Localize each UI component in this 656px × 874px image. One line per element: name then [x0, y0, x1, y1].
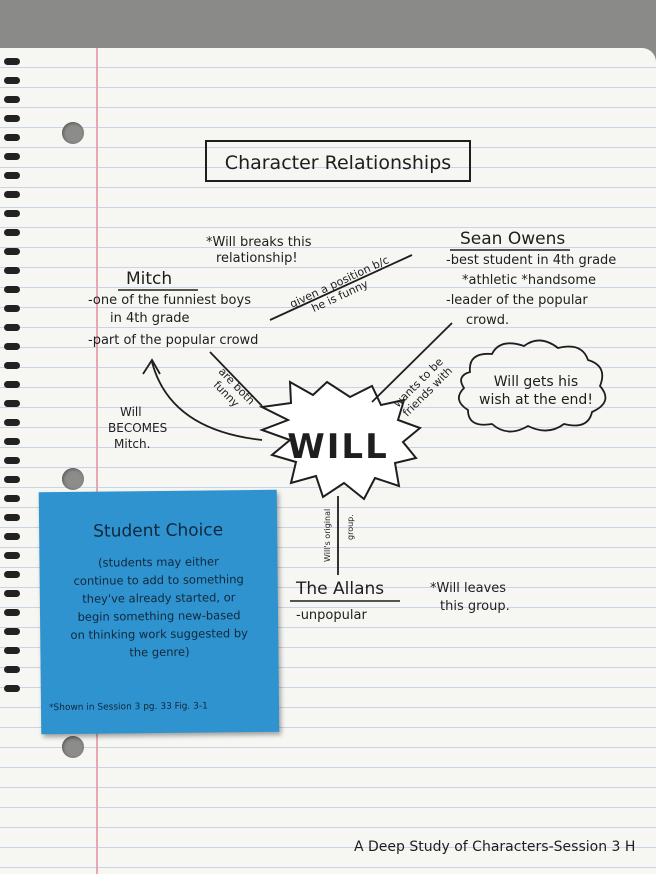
- cloud-line-2: wish at the end!: [479, 392, 593, 408]
- spiral-ring: [4, 666, 20, 673]
- spiral-ring: [4, 400, 20, 407]
- margin-line: [96, 48, 98, 874]
- cloud-line-1: Will gets his: [494, 374, 578, 390]
- spiral-ring: [4, 362, 20, 369]
- spiral-ring: [4, 514, 20, 521]
- cloud-shape: [458, 339, 607, 433]
- spiral-ring: [4, 647, 20, 654]
- mitch-line-2: in 4th grade: [110, 311, 190, 326]
- punch-hole-middle: [62, 468, 84, 490]
- line-mitch-sean: [269, 254, 413, 321]
- spiral-ring: [4, 476, 20, 483]
- sticky-body-line-6: the genre): [129, 644, 190, 660]
- spiral-ring: [4, 533, 20, 540]
- sean-line-4: crowd.: [466, 313, 509, 328]
- sticky-footer: *Shown in Session 3 pg. 33 Fig. 3-1: [48, 701, 208, 714]
- spiral-ring: [4, 419, 20, 426]
- edge-original-group-2: group.: [346, 514, 355, 540]
- spiral-ring: [4, 343, 20, 350]
- spiral-ring: [4, 115, 20, 122]
- spiral-ring: [4, 267, 20, 274]
- allans-name: The Allans: [295, 579, 384, 599]
- spiral-ring: [4, 381, 20, 388]
- mitch-line-1: -one of the funniest boys: [88, 293, 251, 308]
- spiral-ring: [4, 305, 20, 312]
- spiral-ring: [4, 96, 20, 103]
- sean-line-1: -best student in 4th grade: [446, 253, 616, 268]
- note-breaks-2: relationship!: [216, 251, 298, 266]
- note-breaks-1: *Will breaks this: [206, 235, 312, 250]
- spiral-ring: [4, 191, 20, 198]
- spiral-ring: [4, 210, 20, 217]
- sean-line-2: *athletic *handsome: [462, 273, 596, 288]
- spiral-ring: [4, 552, 20, 559]
- spiral-ring: [4, 609, 20, 616]
- sticky-title: Student Choice: [93, 520, 224, 542]
- arrow-becomes: [151, 361, 263, 441]
- sticky-body-line-5: on thinking work suggested by: [70, 626, 249, 642]
- will-starburst: [258, 380, 422, 501]
- line-will-mitch: [209, 351, 263, 407]
- note-becomes-3: Mitch.: [114, 437, 150, 451]
- note-leaves-1: *Will leaves: [430, 581, 506, 596]
- will-label: WILL: [287, 427, 388, 467]
- title-box: [205, 140, 471, 182]
- spiral-ring: [4, 438, 20, 445]
- spiral-ring: [4, 324, 20, 331]
- sticky-body: (students may either continue to add to …: [39, 552, 278, 662]
- spiral-ring: [4, 685, 20, 692]
- spiral-ring: [4, 153, 20, 160]
- spiral-ring: [4, 628, 20, 635]
- spiral-ring: [4, 286, 20, 293]
- spiral-ring: [4, 590, 20, 597]
- spiral-ring: [4, 58, 20, 65]
- sticky-body-line-2: continue to add to something: [73, 572, 244, 588]
- arrow-head: [142, 358, 161, 375]
- spiral-ring: [4, 571, 20, 578]
- page-title: Character Relationships: [225, 152, 451, 174]
- edge-original-group-1: Will's original: [323, 509, 332, 562]
- spiral-ring: [4, 248, 20, 255]
- footer-text: A Deep Study of Characters-Session 3 H: [354, 839, 635, 855]
- spiral-ring: [4, 457, 20, 464]
- note-becomes-1: Will: [120, 405, 142, 419]
- punch-hole-top: [62, 122, 84, 144]
- line-will-sean: [371, 322, 453, 403]
- sean-name: Sean Owens: [460, 229, 565, 249]
- mitch-line-3: -part of the popular crowd: [88, 333, 258, 348]
- spiral-ring: [4, 172, 20, 179]
- sticky-note: Student Choice (students may either cont…: [38, 489, 280, 735]
- allans-line-1: -unpopular: [296, 608, 367, 623]
- spiral-ring: [4, 77, 20, 84]
- punch-hole-bottom: [62, 736, 84, 758]
- spiral-ring: [4, 229, 20, 236]
- mitch-name: Mitch: [126, 269, 172, 289]
- note-leaves-2: this group.: [440, 599, 510, 614]
- sean-line-3: -leader of the popular: [446, 293, 588, 308]
- note-becomes-2: BECOMES: [108, 421, 167, 435]
- spiral-ring: [4, 495, 20, 502]
- spiral-ring: [4, 134, 20, 141]
